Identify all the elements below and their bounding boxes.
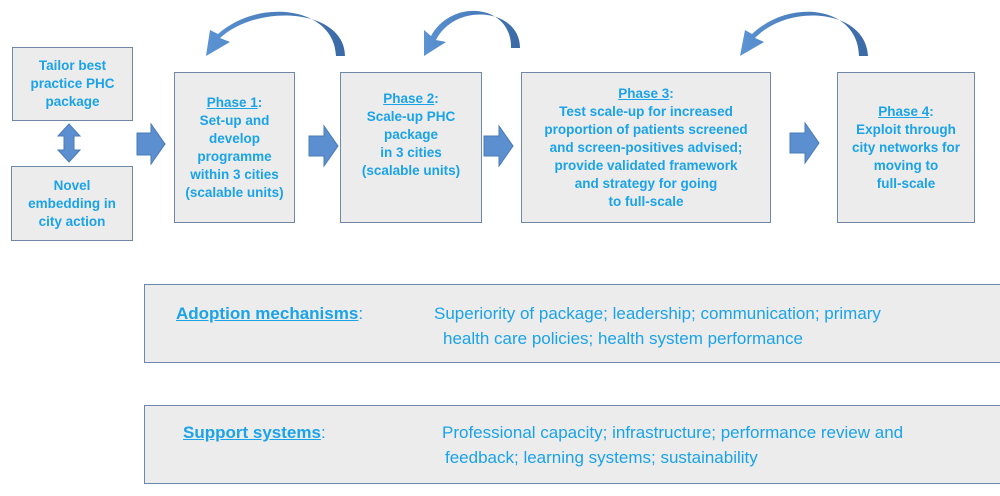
double-arrow-icon bbox=[56, 123, 82, 163]
right-arrow-icon-2 bbox=[308, 124, 339, 168]
support-systems-description: Professional capacity; infrastructure; p… bbox=[442, 420, 903, 470]
box-line: to full-scale bbox=[608, 193, 684, 209]
desc-line: Superiority of package; leadership; comm… bbox=[434, 304, 881, 323]
box-line: in 3 cities bbox=[380, 145, 442, 160]
box-line: (scalable units) bbox=[361, 163, 461, 178]
support-systems-box: Support systems: Professional capacity; … bbox=[144, 405, 1000, 484]
adoption-mechanisms-box: Adoption mechanisms: Superiority of pack… bbox=[144, 284, 1000, 363]
box-line: moving to bbox=[873, 157, 939, 173]
box-line: develop bbox=[208, 130, 260, 146]
box-line: Scale-up PHC bbox=[366, 109, 456, 124]
box-line: Test scale-up for increased bbox=[559, 103, 733, 119]
box-line: proportion of patients screened bbox=[544, 121, 748, 137]
box-line: embedding in bbox=[28, 195, 116, 211]
phase-4-title: Phase 4: bbox=[878, 103, 934, 119]
box-line: Set-up and bbox=[199, 112, 270, 128]
phase-2-title: Phase 2: bbox=[383, 91, 439, 106]
adoption-mechanisms-label: Adoption mechanisms: bbox=[176, 304, 364, 323]
box-line: Exploit through bbox=[856, 121, 956, 137]
box-line: within 3 cities bbox=[190, 166, 279, 182]
phase-3-box: Phase 3: Test scale-up for increased pro… bbox=[521, 72, 771, 223]
novel-embedding-box: Novel embedding in city action bbox=[11, 166, 133, 241]
box-line: city networks for bbox=[851, 139, 961, 155]
box-line: package bbox=[383, 127, 439, 142]
box-line: Novel bbox=[53, 177, 91, 193]
box-line: package bbox=[45, 94, 100, 109]
support-systems-label: Support systems: bbox=[183, 423, 326, 442]
phase-4-box: Phase 4: Exploit through city networks f… bbox=[837, 72, 975, 223]
box-line: Tailor best bbox=[38, 58, 107, 73]
adoption-mechanisms-description: Superiority of package; leadership; comm… bbox=[434, 301, 881, 351]
phase-1-title: Phase 1: bbox=[206, 94, 263, 110]
box-line: programme bbox=[197, 148, 272, 164]
desc-line: Professional capacity; infrastructure; p… bbox=[442, 423, 904, 442]
tailor-package-box: Tailor best practice PHC package bbox=[12, 47, 133, 121]
desc-line: feedback; learning systems; sustainabili… bbox=[445, 448, 758, 467]
phase-3-title: Phase 3: bbox=[618, 85, 674, 101]
right-arrow-icon-1 bbox=[136, 122, 166, 166]
curved-feedback-arrow-icon-3 bbox=[740, 11, 868, 57]
box-line: city action bbox=[38, 213, 106, 229]
right-arrow-icon-4 bbox=[789, 121, 820, 165]
phase-1-box: Phase 1: Set-up and develop programme wi… bbox=[174, 72, 295, 223]
box-line: full-scale bbox=[876, 175, 936, 191]
box-line: practice PHC bbox=[30, 76, 115, 91]
box-line: (scalable units) bbox=[185, 184, 284, 200]
box-line: and screen-positives advised; bbox=[549, 139, 743, 155]
curved-feedback-arrow-icon-1 bbox=[206, 11, 345, 57]
phase-2-box: Phase 2: Scale-up PHC package in 3 citie… bbox=[340, 72, 482, 223]
desc-line: health care policies; health system perf… bbox=[443, 329, 804, 348]
curved-feedback-arrow-icon-2 bbox=[424, 10, 520, 56]
box-line: provide validated framework bbox=[554, 157, 738, 173]
right-arrow-icon-3 bbox=[483, 124, 514, 168]
box-line: and strategy for going bbox=[574, 175, 718, 191]
